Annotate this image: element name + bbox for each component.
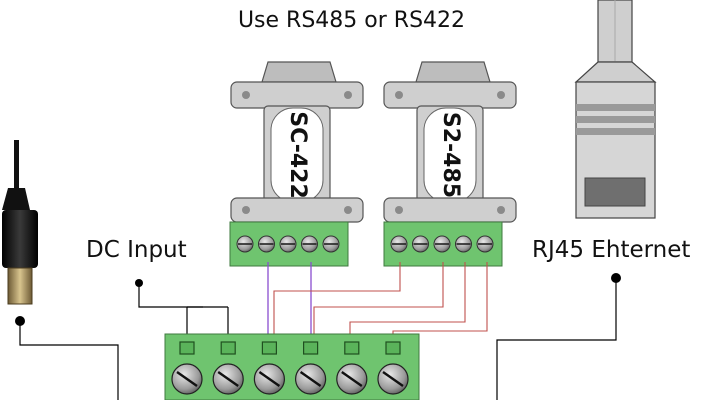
- converter-sc422: [229, 61, 364, 267]
- converter-sc422-label: SC-422: [285, 111, 310, 199]
- screw-terminal-icon: [279, 235, 297, 253]
- screw-terminal-icon: [455, 235, 472, 253]
- screw-terminal-icon: [171, 341, 203, 395]
- converter-s2485-label: S2-485: [438, 112, 463, 198]
- screw-terminal-icon: [390, 235, 408, 253]
- screw-terminal-icon: [212, 341, 244, 395]
- screw-terminal-icon: [236, 235, 254, 253]
- screw-terminal-icon: [336, 341, 368, 395]
- screw-terminal-icon: [433, 235, 451, 253]
- screw-terminal-icon: [253, 341, 285, 395]
- main-terminal-block: [164, 333, 420, 401]
- screw-terminal-icon: [301, 235, 318, 253]
- dc-barrel-plug-icon: [2, 140, 38, 305]
- dc-input-label: DC Input: [86, 237, 187, 263]
- main-terminal-screws: [171, 341, 409, 395]
- converter-sc422-terminals: [236, 235, 340, 253]
- diagram-title: Use RS485 or RS422: [237, 8, 466, 33]
- screw-terminal-icon: [322, 235, 340, 253]
- converter-s2485: [383, 61, 517, 267]
- screw-terminal-icon: [476, 235, 494, 253]
- dc-plug-wire: [19, 321, 119, 400]
- screw-terminal-icon: [412, 235, 429, 253]
- screw-terminal-icon: [377, 341, 409, 395]
- screw-terminal-icon: [258, 235, 275, 253]
- rj45-wire: [496, 278, 617, 400]
- rj45-cable-icon: [574, 0, 657, 219]
- converter-s2485-terminals: [390, 235, 494, 253]
- rj45-label: RJ45 Ehternet: [532, 237, 691, 263]
- dc-input-pointer: [138, 283, 203, 308]
- screw-terminal-icon: [295, 341, 327, 395]
